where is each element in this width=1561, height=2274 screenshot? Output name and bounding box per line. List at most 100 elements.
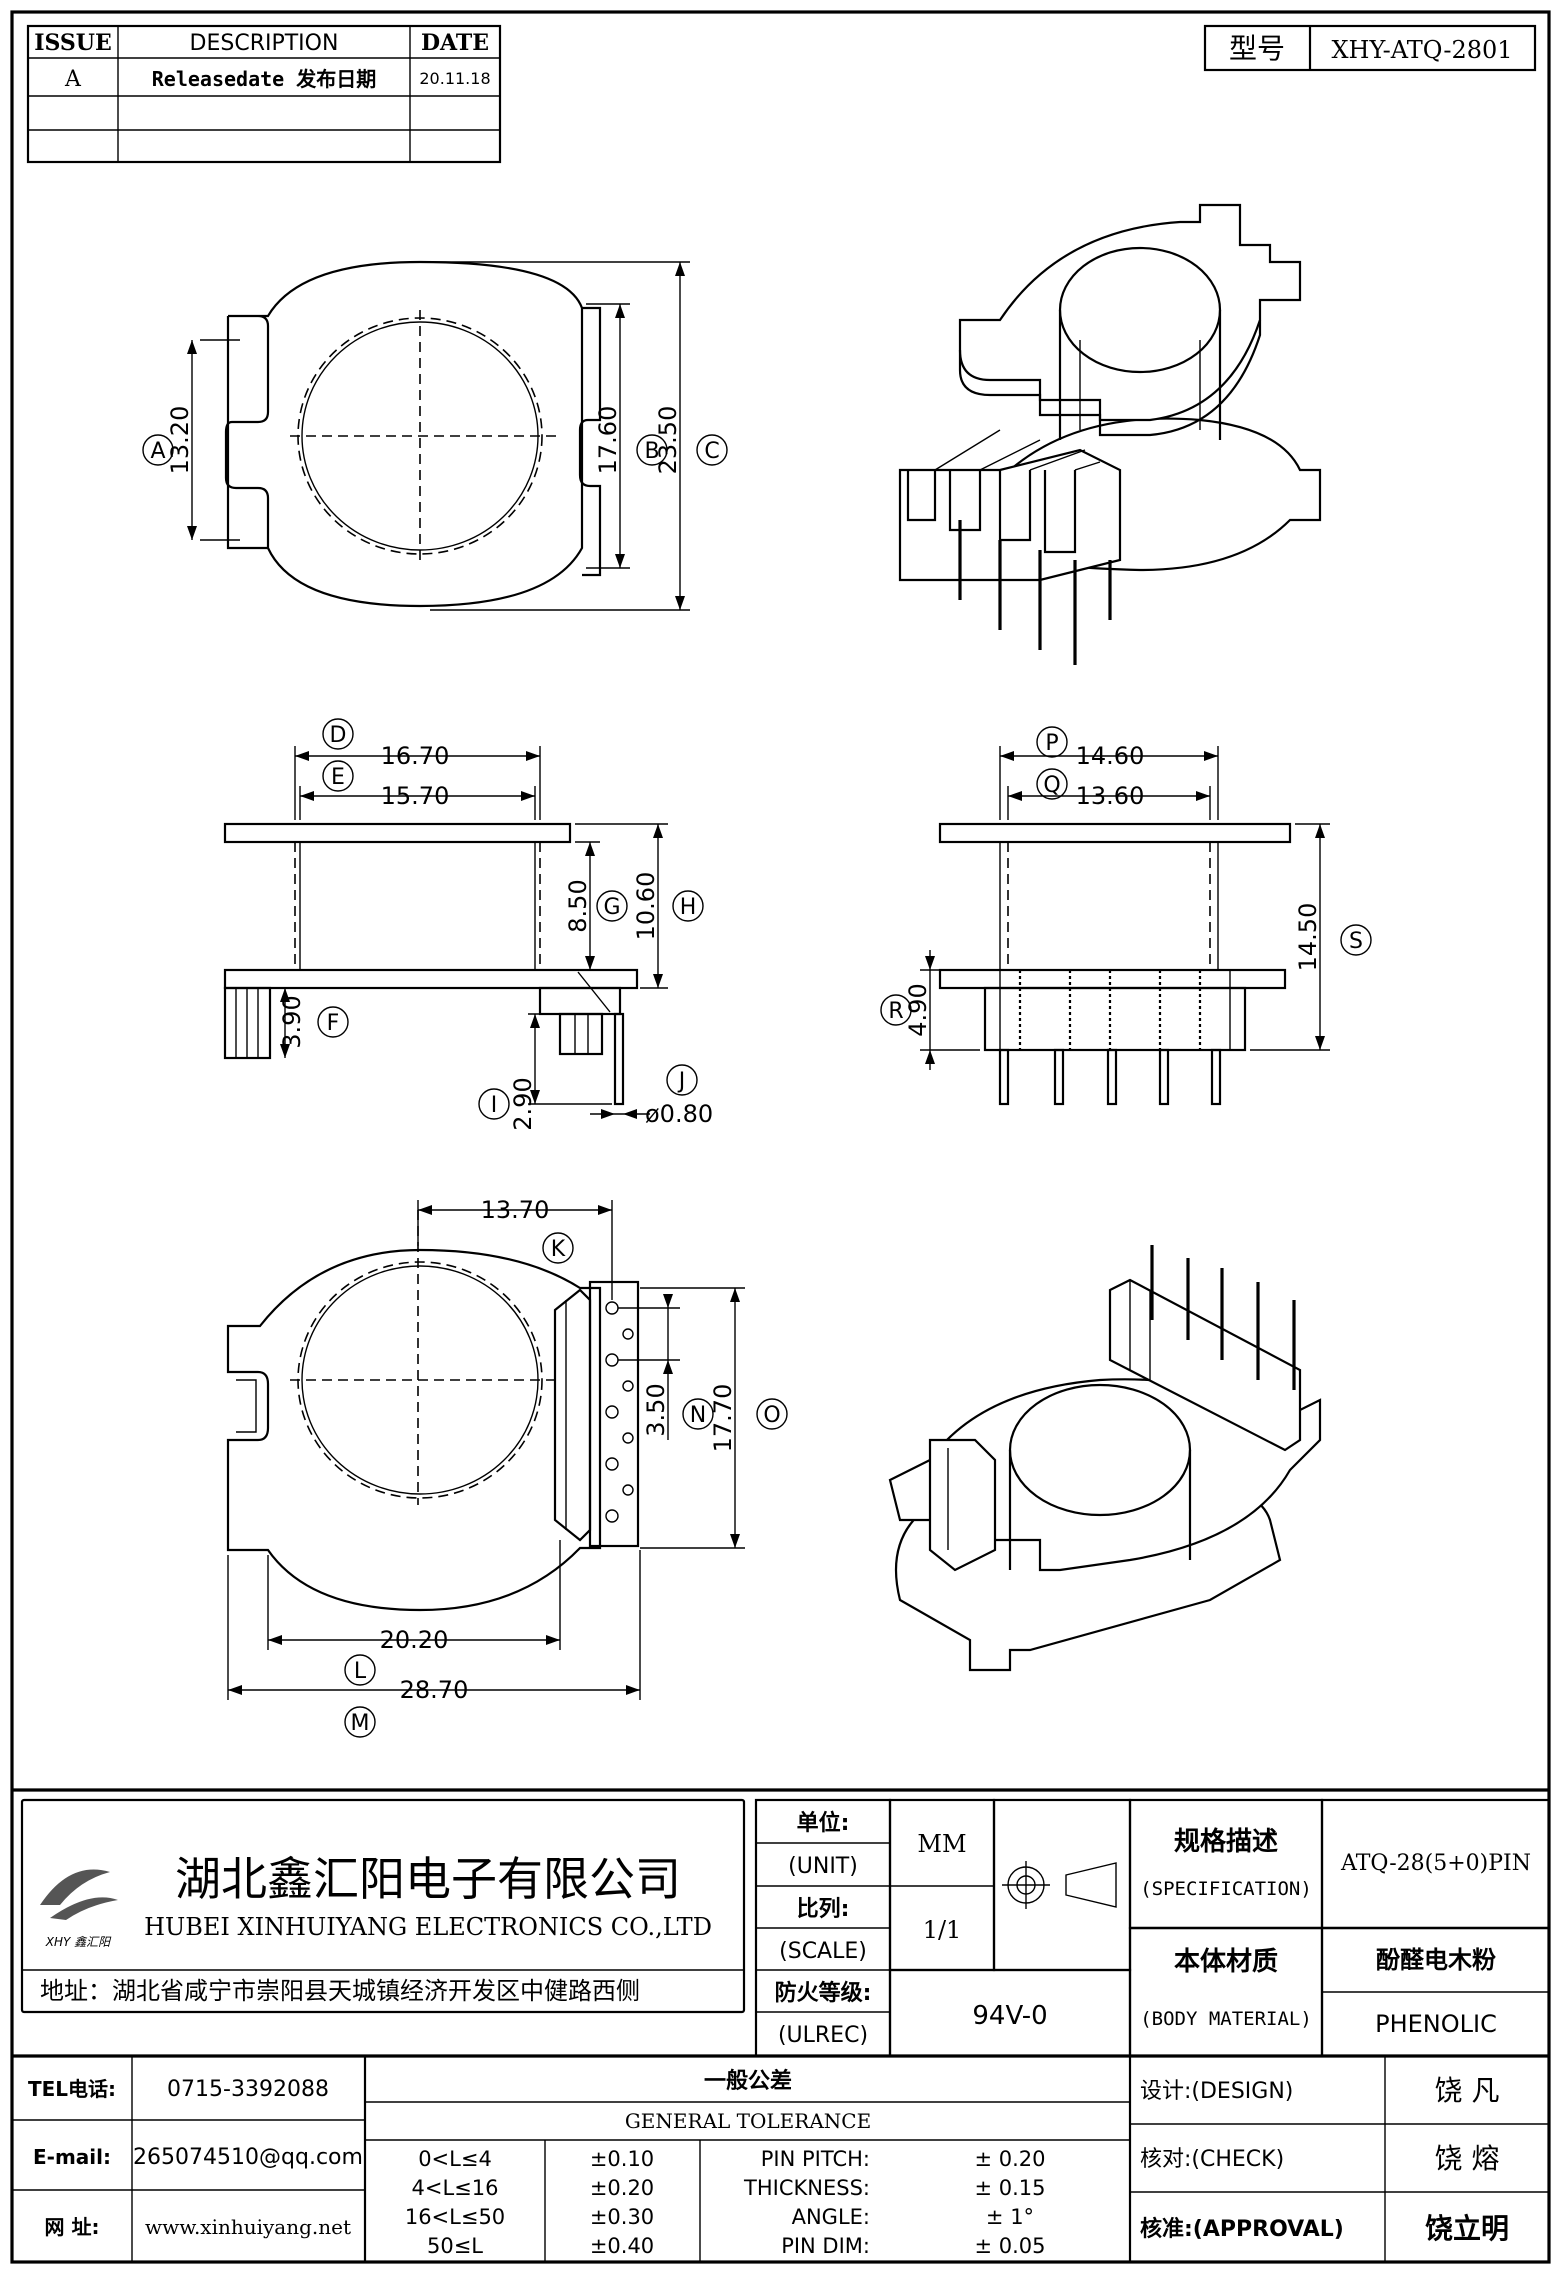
- svg-text:B: B: [644, 439, 659, 464]
- balloon-a: A: [142, 434, 174, 466]
- dim-d: 16.70: [381, 742, 450, 770]
- logo-text: XHY 鑫汇阳: [45, 1935, 112, 1949]
- pin-holes: [605, 1301, 634, 1523]
- company-address: 地址：湖北省咸宁市崇阳县天城镇经济开发区中健路西侧: [40, 1977, 640, 2005]
- unit-label-cn: 单位:: [797, 1810, 850, 1836]
- svg-text:A: A: [150, 439, 165, 464]
- dim-f: 3.90: [278, 995, 306, 1048]
- spec-label-cn: 规格描述: [1174, 1826, 1278, 1857]
- dim-l: 20.20: [380, 1626, 449, 1654]
- tel-label: TEL电话:: [28, 2077, 116, 2101]
- svg-text:K: K: [551, 1237, 566, 1262]
- svg-text:H: H: [680, 895, 697, 920]
- side-view: 16.70 15.70 3.90 8.50 10.60 2.90 ø0.80: [223, 742, 713, 1131]
- dim-r: 4.90: [904, 983, 932, 1036]
- tolerance-title-cn: 一般公差: [704, 2068, 792, 2094]
- tolerance-title-en: GENERAL TOLERANCE: [625, 2109, 871, 2133]
- special-tol-value: ± 0.15: [974, 2176, 1045, 2200]
- balloon-l: L: [344, 1654, 376, 1686]
- svg-text:F: F: [327, 1011, 340, 1036]
- company-name-cn: 湖北鑫汇阳电子有限公司: [175, 1852, 681, 1906]
- balloon-g: G: [596, 890, 628, 922]
- svg-text:G: G: [603, 895, 620, 920]
- special-tol-name: PIN PITCH:: [761, 2147, 870, 2171]
- material-label-cn: 本体材质: [1174, 1947, 1278, 1977]
- dim-e: 15.70: [381, 782, 450, 810]
- scale-value: 1/1: [923, 1916, 962, 1944]
- svg-text:C: C: [704, 439, 719, 464]
- description-value: Releasedate 发布日期: [152, 67, 377, 91]
- dim-s: 14.50: [1294, 903, 1322, 972]
- balloon-j: J: [666, 1064, 698, 1096]
- model-box: 型号 XHY-ATQ-2801: [1203, 24, 1537, 72]
- balloon-b: B: [636, 434, 668, 466]
- dim-g: 8.50: [564, 879, 592, 932]
- unit-label-en: (UNIT): [788, 1854, 858, 1879]
- company-logo: XHY 鑫汇阳: [40, 1869, 118, 1949]
- tol-range: 50≤L: [427, 2234, 483, 2258]
- svg-text:O: O: [763, 1403, 780, 1428]
- scale-label-cn: 比列:: [797, 1897, 850, 1922]
- dim-o: 17.70: [709, 1384, 737, 1453]
- check-label: 核对:(CHECK): [1140, 2147, 1284, 2172]
- isometric-view-top: [898, 203, 1322, 665]
- dim-a: 13.20: [166, 406, 194, 475]
- tol-range: 4<L≤16: [412, 2176, 499, 2200]
- tol-range: 0<L≤4: [418, 2147, 492, 2171]
- special-tol-name: THICKNESS:: [743, 2176, 870, 2200]
- revision-table: ISSUE DESCRIPTION DATE A Releasedate 发布日…: [26, 24, 502, 164]
- flame-label-en: (ULREC): [778, 2023, 868, 2048]
- model-value: XHY-ATQ-2801: [1331, 36, 1512, 64]
- balloon-s: S: [1340, 924, 1372, 956]
- svg-text:L: L: [354, 1659, 367, 1684]
- tol-value: ±0.10: [590, 2147, 654, 2171]
- email-label: E-mail:: [33, 2145, 111, 2169]
- svg-text:I: I: [491, 1093, 498, 1118]
- web-value: www.xinhuiyang.net: [145, 2215, 351, 2239]
- svg-text:Q: Q: [1043, 773, 1060, 798]
- svg-text:N: N: [690, 1403, 706, 1428]
- balloon-i: I: [478, 1088, 510, 1120]
- svg-text:D: D: [330, 723, 347, 748]
- scale-label-en: (SCALE): [779, 1939, 867, 1964]
- special-tol-value: ± 0.05: [974, 2234, 1045, 2258]
- dim-k: 13.70: [481, 1196, 550, 1224]
- material-value-cn: 酚醛电木粉: [1376, 1946, 1496, 1974]
- material-label-en: (BODY MATERIAL): [1140, 2008, 1312, 2030]
- top-view: 13.20 17.60 23.50: [166, 260, 690, 611]
- check-name: 饶 熔: [1435, 2142, 1500, 2175]
- dim-m: 28.70: [400, 1676, 469, 1704]
- sheet-border: [10, 10, 1551, 2264]
- material-value: PHENOLIC: [1375, 2010, 1497, 2038]
- front-view: 14.60 13.60 4.90 14.50: [904, 742, 1330, 1106]
- dim-j: ø0.80: [645, 1100, 713, 1128]
- balloon-n: N: [682, 1398, 714, 1430]
- approval-name: 饶立明: [1425, 2212, 1509, 2245]
- description-header: DESCRIPTION: [190, 31, 339, 56]
- projection-symbol: [1002, 1861, 1117, 1909]
- date-header: DATE: [421, 30, 489, 56]
- issue-header: ISSUE: [34, 30, 112, 56]
- isometric-view-bottom: [888, 1245, 1322, 1672]
- dim-n: 3.50: [642, 1383, 670, 1436]
- balloon-d: D: [322, 718, 354, 750]
- dim-h: 10.60: [632, 872, 660, 941]
- tel-value: 0715-3392088: [167, 2077, 329, 2102]
- special-tol-value: ± 0.20: [974, 2147, 1045, 2171]
- balloon-c: C: [696, 434, 728, 466]
- unit-value: MM: [917, 1830, 966, 1858]
- design-label: 设计:(DESIGN): [1140, 2079, 1293, 2104]
- bottom-view: 13.70 3.50 17.70 20.20 28.70: [226, 1196, 745, 1704]
- balloon-o: O: [756, 1398, 788, 1430]
- tol-range: 16<L≤50: [405, 2205, 505, 2229]
- balloon-f: F: [317, 1006, 349, 1038]
- svg-text:S: S: [1349, 929, 1363, 954]
- company-name-en: HUBEI XINHUIYANG ELECTRONICS CO.,LTD: [144, 1913, 712, 1941]
- design-name: 饶 凡: [1435, 2074, 1500, 2107]
- svg-text:J: J: [677, 1069, 686, 1094]
- web-label: 网 址:: [45, 2215, 100, 2239]
- tolerance-rows: 0<L≤4 ±0.10 4<L≤16 ±0.20 16<L≤50 ±0.30 5…: [405, 2147, 1046, 2258]
- date-value: 20.11.18: [419, 69, 490, 88]
- dim-q: 13.60: [1076, 782, 1145, 810]
